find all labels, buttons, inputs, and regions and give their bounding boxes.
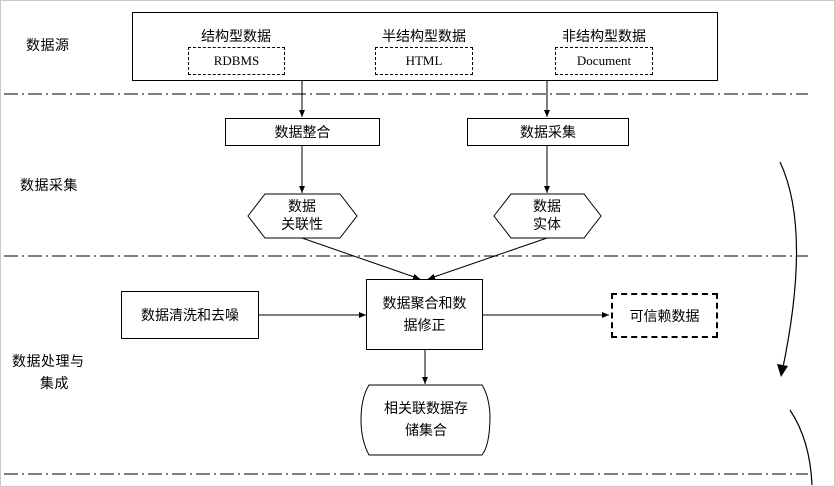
data-acquisition-box: 数据采集 — [467, 118, 629, 146]
rdbms-box: RDBMS — [188, 47, 285, 75]
document-box: Document — [555, 47, 653, 75]
structured-data-title: 结构型数据 — [201, 29, 271, 45]
layer-label-source: 数据源 — [26, 38, 70, 54]
data-integration-box: 数据整合 — [225, 118, 380, 146]
semi-structured-data-title: 半结构型数据 — [382, 29, 466, 45]
unstructured-data-title: 非结构型数据 — [562, 29, 646, 45]
aggregation-label-line1: 数据聚合和数 — [382, 295, 467, 312]
entity-hexagon-label: 数据 实体 — [507, 198, 587, 234]
relation-hexagon-label: 数据 关联性 — [262, 198, 342, 234]
arrow-relation-to-aggregation — [301, 237, 421, 280]
curved-flow-arrow-upper — [779, 161, 798, 373]
relation-label-line2: 关联性 — [281, 217, 323, 233]
arrow-entity-to-aggregation — [427, 237, 548, 280]
storage-label: 相关联数据存 储集合 — [364, 398, 488, 442]
curved-flow-arrow-upper-head — [777, 364, 788, 377]
layer-label-processing-line1: 数据处理与 — [12, 354, 85, 370]
relation-label-line1: 数据 — [288, 199, 316, 215]
reliable-data-box: 可信赖数据 — [611, 293, 718, 338]
storage-document-shape — [360, 384, 491, 456]
curved-flow-arrow-lower — [789, 409, 813, 486]
storage-label-line1: 相关联数据存 — [384, 401, 468, 417]
storage-label-line2: 储集合 — [405, 423, 447, 439]
relation-hexagon — [247, 193, 358, 239]
entity-label-line2: 实体 — [533, 217, 561, 233]
layer-label-processing-line2: 集成 — [40, 376, 69, 392]
data-aggregation-box: 数据聚合和数 据修正 — [366, 279, 483, 350]
entity-hexagon — [493, 193, 602, 239]
layer-label-collection: 数据采集 — [20, 178, 78, 194]
aggregation-label-line2: 据修正 — [403, 317, 446, 334]
entity-label-line1: 数据 — [533, 199, 561, 215]
html-box: HTML — [375, 47, 473, 75]
data-cleaning-box: 数据清洗和去噪 — [121, 291, 259, 339]
